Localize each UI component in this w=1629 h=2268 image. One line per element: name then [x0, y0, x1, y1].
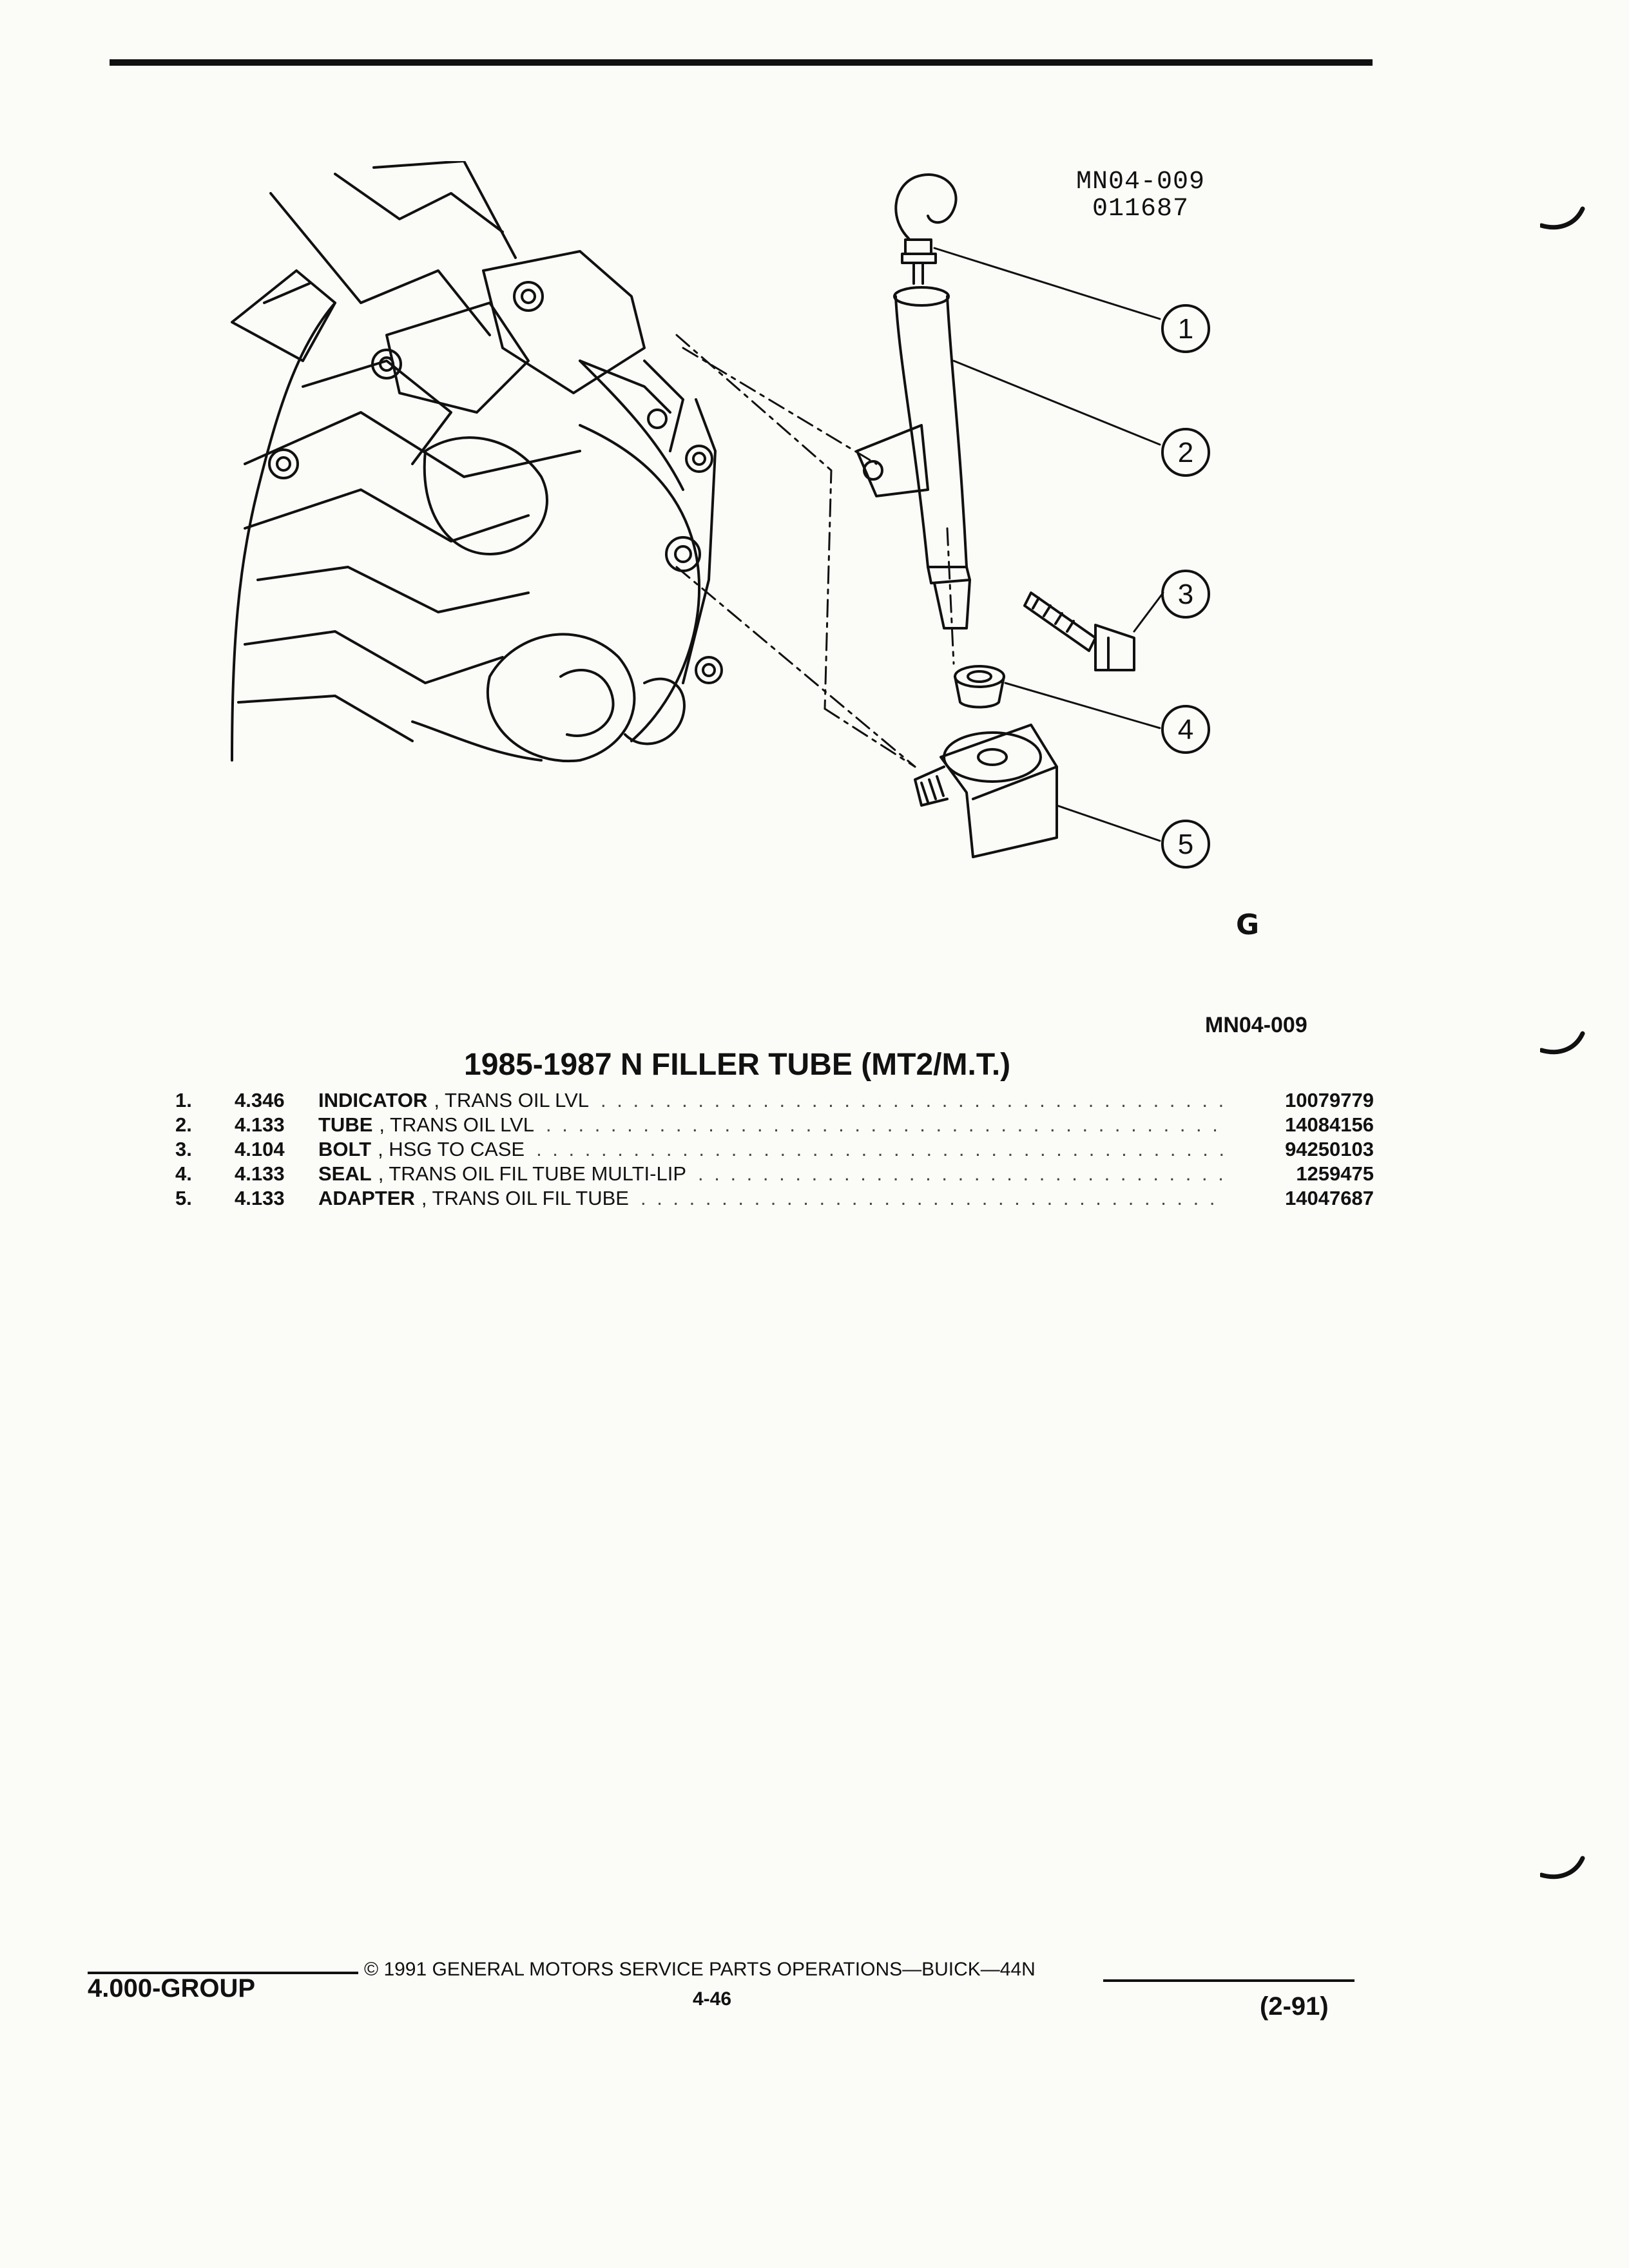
gm-logo: G	[1236, 908, 1259, 941]
part-name: SEAL	[318, 1162, 372, 1185]
item-number: 5.	[175, 1187, 192, 1209]
part-number: 94250103	[1285, 1138, 1374, 1160]
part-description: , HSG TO CASE	[378, 1138, 525, 1160]
footer-page-number: 4-46	[693, 1988, 732, 2010]
tube-part	[856, 286, 971, 629]
item-number: 4.	[175, 1162, 192, 1185]
part-name: TUBE	[318, 1113, 373, 1136]
figure-reference: MN04-009	[1205, 1013, 1307, 1037]
figure-code: MN04-009 011687	[1057, 169, 1224, 223]
callout-4-circle	[1161, 705, 1210, 754]
callout-1-label: 1	[1178, 313, 1193, 345]
callout-4-label: 4	[1178, 714, 1193, 745]
footer-date: (2-91)	[1260, 1992, 1329, 2021]
parts-row: 3. 4.104 BOLT , HSG TO CASE . . . . . . …	[175, 1138, 1374, 1162]
part-description: , TRANS OIL LVL	[434, 1089, 589, 1111]
seal-part	[954, 665, 1005, 709]
group-code: 4.133	[235, 1162, 285, 1185]
part-description: , TRANS OIL FIL TUBE MULTI-LIP	[378, 1162, 686, 1185]
parts-row: 1. 4.346 INDICATOR , TRANS OIL LVL . . .…	[175, 1089, 1374, 1113]
section-title: 1985-1987 N FILLER TUBE (MT2/M.T.)	[464, 1048, 1011, 1082]
header-rule	[110, 59, 1373, 66]
callout-2-circle	[1161, 428, 1210, 477]
binder-mark-icon	[1540, 1031, 1585, 1055]
figure-code-line2: 011687	[1092, 195, 1190, 224]
callout-3-circle	[1161, 570, 1210, 619]
group-code: 4.346	[235, 1089, 285, 1111]
parts-row: 2. 4.133 TUBE , TRANS OIL LVL . . . . . …	[175, 1113, 1374, 1138]
part-name: INDICATOR	[318, 1089, 428, 1111]
part-name: BOLT	[318, 1138, 372, 1160]
callout-5-label: 5	[1178, 829, 1193, 860]
callout-bubbles: 1 2 3 4 5	[1161, 304, 1210, 869]
part-number: 1259475	[1296, 1162, 1374, 1185]
callout-5-circle	[1161, 820, 1210, 869]
part-name: ADAPTER	[318, 1187, 415, 1209]
parts-list: 1. 4.346 INDICATOR , TRANS OIL LVL . . .…	[175, 1089, 1374, 1211]
part-description: , TRANS OIL LVL	[379, 1113, 535, 1136]
dot-leader: . . . . . . . . . . . . . . . . . . . . …	[546, 1113, 1226, 1136]
parts-row: 5. 4.133 ADAPTER , TRANS OIL FIL TUBE . …	[175, 1187, 1374, 1211]
item-number: 2.	[175, 1113, 192, 1136]
part-number: 14084156	[1285, 1113, 1374, 1136]
callout-3-label: 3	[1178, 579, 1193, 610]
footer-rule-right	[1103, 1979, 1354, 1982]
group-code: 4.133	[235, 1113, 285, 1136]
dot-leader: . . . . . . . . . . . . . . . . . . . . …	[601, 1089, 1226, 1111]
assembly-lines	[675, 334, 955, 768]
part-number: 10079779	[1285, 1089, 1374, 1111]
dot-leader: . . . . . . . . . . . . . . . . . . . . …	[640, 1187, 1226, 1209]
leader-lines	[933, 247, 1164, 842]
transmission-housing	[231, 161, 723, 763]
figure-code-line1: MN04-009	[1075, 168, 1206, 197]
item-number: 3.	[175, 1138, 192, 1160]
callout-2-label: 2	[1178, 437, 1193, 468]
callout-1-circle	[1161, 304, 1210, 353]
filler-tube-diagram: 1 2 3 4 5	[231, 161, 1210, 869]
dot-leader: . . . . . . . . . . . . . . . . . . . . …	[536, 1138, 1226, 1160]
indicator-part	[894, 173, 958, 285]
bolt-part	[1023, 591, 1135, 671]
dot-leader: . . . . . . . . . . . . . . . . . . . . …	[698, 1162, 1226, 1185]
part-number: 14047687	[1285, 1187, 1374, 1209]
group-code: 4.133	[235, 1187, 285, 1209]
item-number: 1.	[175, 1089, 192, 1111]
footer-rule-left	[88, 1972, 358, 1974]
part-description: , TRANS OIL FIL TUBE	[421, 1187, 629, 1209]
gm-logo-glyph: G	[1236, 908, 1260, 941]
group-code: 4.104	[235, 1138, 285, 1160]
footer-group: 4.000-GROUP	[88, 1974, 256, 2003]
binder-mark-icon	[1540, 1856, 1585, 1879]
footer-copyright: © 1991 GENERAL MOTORS SERVICE PARTS OPER…	[364, 1959, 1036, 1980]
parts-row: 4. 4.133 SEAL , TRANS OIL FIL TUBE MULTI…	[175, 1162, 1374, 1187]
adapter-part	[914, 724, 1058, 858]
binder-mark-icon	[1540, 206, 1585, 230]
